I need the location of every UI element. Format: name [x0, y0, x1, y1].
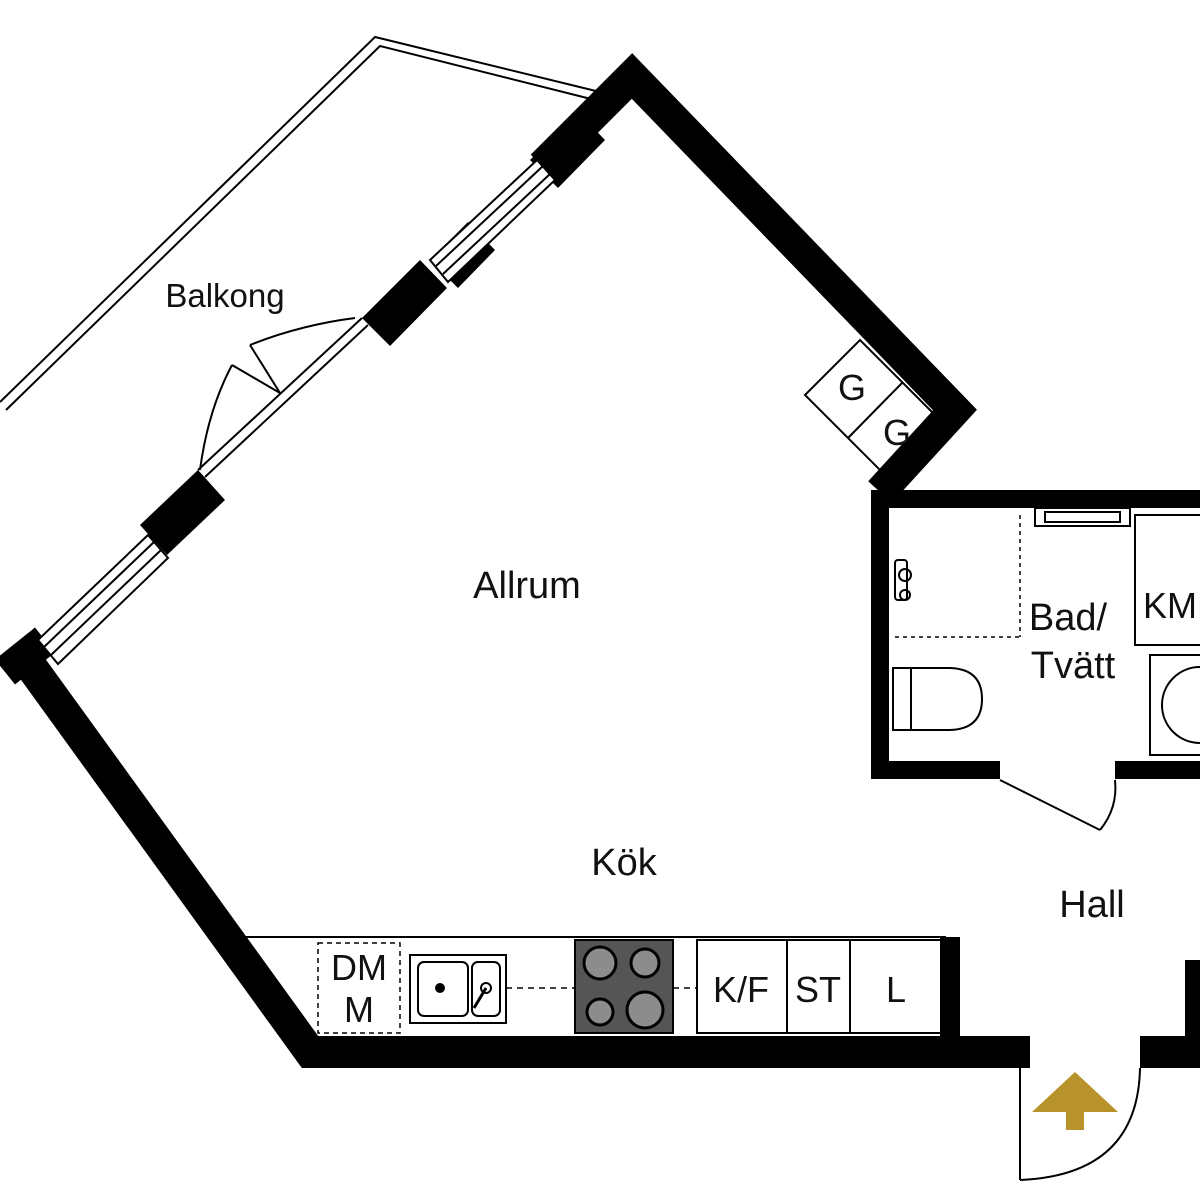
balcony-outline: [0, 35, 601, 411]
hall-wall-stub-1: [940, 937, 960, 1037]
exterior-walls: [12, 53, 1200, 1068]
room-label-balkong: Balkong: [165, 277, 284, 314]
entrance-arrow-icon: [1032, 1072, 1118, 1130]
wall-jamb-west: [0, 627, 55, 685]
wardrobe-label-2: G: [883, 412, 911, 453]
linen-cabinet-label: L: [886, 969, 906, 1010]
room-label-allrum: Allrum: [473, 565, 581, 607]
hall-wall-stub-2: [1185, 960, 1200, 1040]
bathroom-door: [999, 779, 1117, 831]
hob-icon: [574, 939, 674, 1034]
sink-icon: [409, 954, 507, 1024]
laundry-cabinet: [1134, 514, 1200, 646]
toilet-icon: [892, 667, 984, 731]
dishwasher-label-2: M: [344, 989, 374, 1030]
balcony-door: [197, 317, 369, 478]
washing-machine-icon: [1149, 654, 1200, 756]
wardrobe-unit: [803, 338, 947, 482]
entrance-door: [1019, 1067, 1141, 1181]
shower-icon: [894, 559, 912, 601]
wardrobe-label-1: G: [838, 367, 866, 408]
window-north: [428, 158, 557, 284]
washer-label: KM: [1143, 585, 1197, 626]
bathroom-walls: [871, 490, 1200, 779]
room-label-tvatt: Tvätt: [1031, 645, 1116, 687]
room-label-kok: Kök: [591, 842, 657, 884]
room-label-hall: Hall: [1059, 884, 1124, 926]
dishwasher: [317, 942, 401, 1034]
room-label-bad: Bad/: [1029, 597, 1108, 639]
cleaning-cabinet-label: ST: [795, 969, 841, 1010]
dishwasher-label-1: DM: [331, 947, 387, 988]
shower-area: [895, 515, 1021, 638]
bathroom-sink: [1034, 507, 1131, 527]
fridge-label: K/F: [713, 969, 769, 1010]
tall-cabinets: [696, 939, 943, 1034]
window-west: [36, 533, 170, 666]
